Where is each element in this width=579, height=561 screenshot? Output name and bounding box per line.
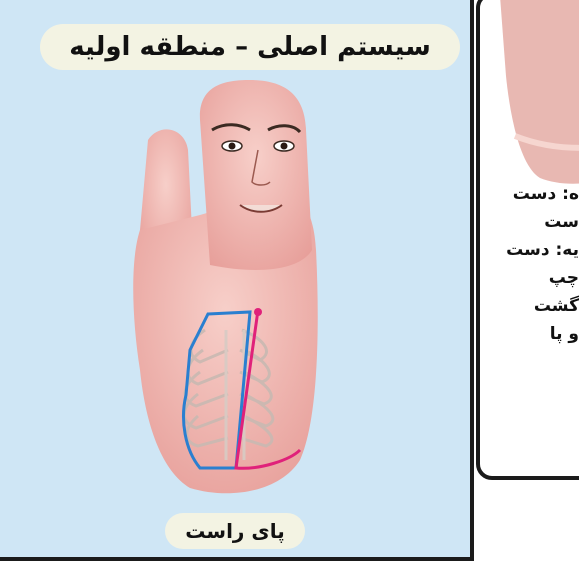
- page-title: سیستم اصلی – منطقه اولیه: [40, 24, 460, 70]
- hand-illustration: [0, 0, 474, 561]
- side-line-2: ست: [439, 208, 579, 236]
- side-line-1: ه: دست: [439, 180, 579, 208]
- caption-label: پای راست: [165, 513, 305, 549]
- side-line-4: چپ: [439, 264, 579, 292]
- side-line-3: یه: دست: [439, 236, 579, 264]
- finger-head-shape: [200, 80, 312, 270]
- marker-dot: [254, 308, 262, 316]
- side-hand-image: [480, 0, 579, 196]
- side-line-6: گشت: [439, 292, 579, 320]
- side-panel-text: ه: دست ست یه: دست چپ گشت و پا: [478, 180, 579, 348]
- side-line-7: و پا: [439, 320, 579, 348]
